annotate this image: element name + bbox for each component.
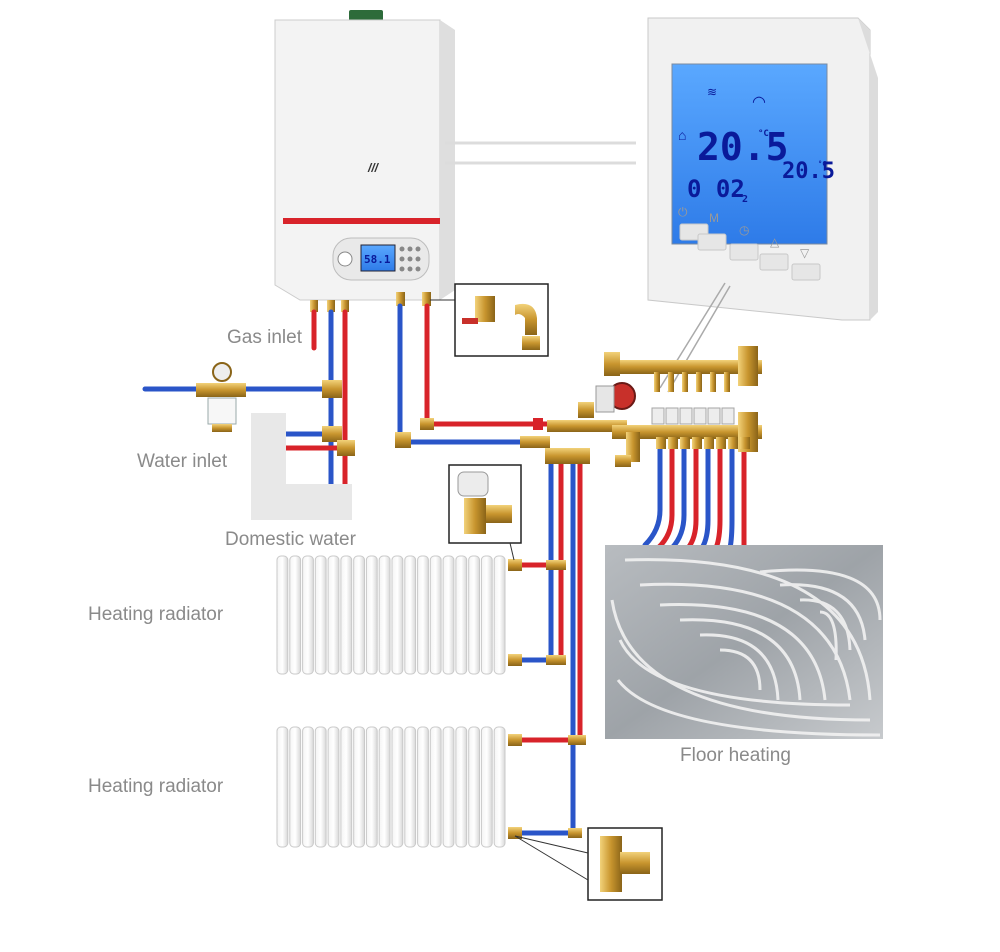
boiler: /// 58.1	[274, 10, 455, 312]
water-filter	[196, 362, 246, 432]
room-temperature: 20.5	[697, 125, 789, 169]
radiator-fin	[429, 726, 442, 848]
mode-button-label[interactable]: M	[709, 211, 719, 225]
boiler-display-value: 58.1	[364, 253, 391, 266]
boiler-red-stripe	[283, 218, 440, 224]
clock-display: 0 02	[687, 175, 745, 203]
label-water-inlet: Water inlet	[137, 451, 228, 472]
domestic-water-backdrop	[251, 413, 352, 520]
boiler-display	[360, 244, 396, 272]
set-temperature: 20.5	[782, 159, 835, 184]
radiator-fin	[480, 726, 493, 848]
label-heating-radiator-2: Heating radiator	[88, 776, 224, 797]
radiator-fin	[378, 726, 391, 848]
radiator-fin	[340, 726, 353, 848]
radiator-fin	[480, 555, 493, 675]
valve-callout-bottom	[514, 827, 663, 901]
valve-callout-middle	[448, 464, 522, 561]
radiator-fin	[391, 726, 404, 848]
down-button-label[interactable]: ▽	[800, 246, 810, 260]
floor-heating-panel	[605, 545, 883, 739]
label-heating-radiator-1: Heating radiator	[88, 604, 224, 625]
radiator-fin	[455, 555, 468, 675]
label-domestic-water: Domestic water	[225, 529, 356, 550]
room-temp-unit: °C	[758, 129, 769, 139]
radiator-fin	[442, 726, 455, 848]
radiator-fin	[365, 555, 378, 675]
radiator-fin	[468, 555, 481, 675]
thermostat: ≋ ◠ ⌂ 20.5 °C 20.5 °C 0 02 2 ⏻ M ◷ △ ▽	[647, 17, 878, 321]
program-number: 2	[742, 194, 748, 205]
radiator-fin	[493, 555, 506, 675]
filter-bowl	[207, 397, 237, 425]
label-floor-heating: Floor heating	[680, 745, 791, 766]
down-button[interactable]	[791, 263, 821, 281]
radiator-fin	[327, 726, 340, 848]
radiator-fin	[314, 555, 327, 675]
radiator-fin	[378, 555, 391, 675]
radiator-fin	[404, 726, 417, 848]
radiator-fin	[276, 555, 289, 675]
radiator-fin	[417, 555, 429, 675]
radiator-fin	[429, 555, 442, 675]
radiator-fin	[468, 726, 481, 848]
radiator-fin	[314, 726, 327, 848]
radiator-fin	[340, 555, 353, 675]
home-icon: ⌂	[678, 127, 686, 143]
heating-radiator-2	[276, 726, 506, 848]
radiator-fin	[327, 555, 340, 675]
up-button[interactable]	[759, 253, 789, 271]
fan-icon: ≋	[707, 85, 717, 99]
radiator-fin	[302, 726, 314, 848]
valve-callout-top	[430, 283, 549, 357]
radiator-fin	[353, 555, 366, 675]
radiator-fin	[442, 555, 455, 675]
clock-icon[interactable]: ◷	[739, 223, 749, 237]
radiator-fin	[417, 726, 429, 848]
power-icon[interactable]: ⏻	[678, 205, 688, 219]
radiator-fin	[404, 555, 417, 675]
radiator-fin	[365, 726, 378, 848]
label-gas-inlet: Gas inlet	[227, 327, 302, 348]
radiator-fin	[289, 555, 302, 675]
radiator-fin	[276, 726, 289, 848]
manifold	[578, 346, 762, 467]
boiler-gauge-icon	[337, 251, 353, 267]
radiator-fin	[289, 726, 302, 848]
mode-button[interactable]	[697, 233, 727, 251]
set-temp-unit: °C	[818, 160, 826, 168]
radiator-fin	[391, 555, 404, 675]
radiator-fin	[302, 555, 314, 675]
radiator-fin	[493, 726, 506, 848]
radiator-fin	[455, 726, 468, 848]
fittings	[322, 380, 627, 839]
radiator-fin	[353, 726, 366, 848]
wifi-icon: ◠	[752, 94, 766, 111]
boiler-logo: ///	[367, 161, 380, 175]
clock-button[interactable]	[729, 243, 759, 261]
heating-radiator-1	[276, 555, 506, 675]
pressure-gauge-icon	[212, 362, 232, 382]
up-button-label[interactable]: △	[770, 235, 780, 249]
